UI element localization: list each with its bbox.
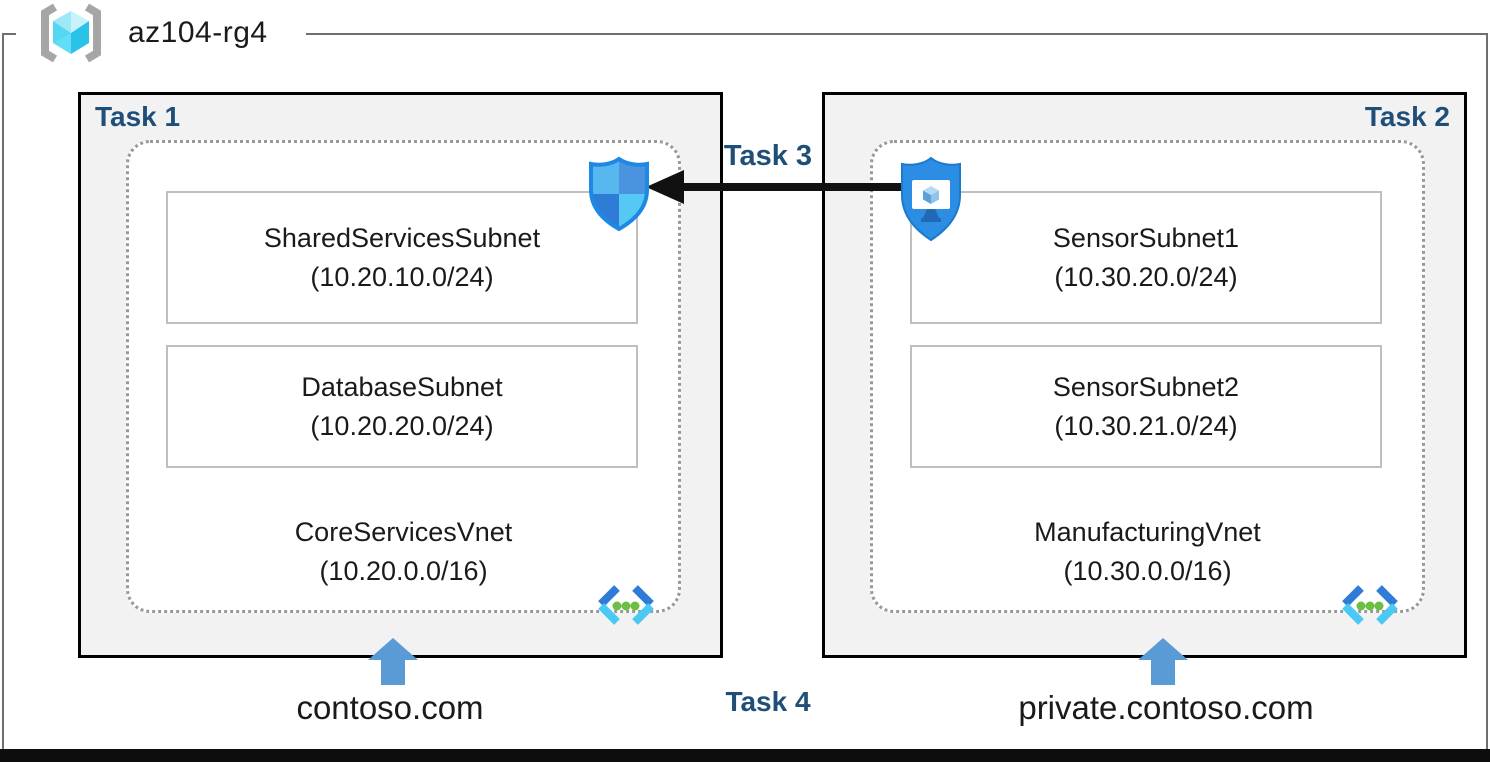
virtual-network-icon bbox=[1338, 581, 1402, 629]
task2-label: Task 2 bbox=[1364, 101, 1450, 132]
vnet-cidr: (10.20.0.0/16) bbox=[319, 556, 488, 586]
dns-label-contoso: contoso.com bbox=[296, 689, 484, 726]
vnet-label: ManufacturingVnet (10.30.0.0/16) bbox=[873, 513, 1422, 591]
subnet-name: SensorSubnet1 bbox=[1052, 222, 1240, 253]
task3-label: Task 3 bbox=[723, 140, 813, 172]
resource-group-name: az104-rg4 bbox=[128, 16, 268, 49]
shared-services-subnet: SharedServicesSubnet (10.20.10.0/24) bbox=[166, 191, 638, 324]
vnet-name: ManufacturingVnet bbox=[1034, 517, 1261, 547]
manufacturing-vnet-boundary: SensorSubnet1 (10.30.20.0/24) SensorSubn… bbox=[870, 140, 1425, 625]
vnet-name: CoreServicesVnet bbox=[294, 517, 513, 547]
subnet-cidr: (10.30.21.0/24) bbox=[1054, 410, 1238, 441]
subnet-cidr: (10.20.20.0/24) bbox=[310, 410, 494, 441]
vnet-cidr: (10.30.0.0/16) bbox=[1063, 556, 1232, 586]
blue-up-arrow-icon bbox=[368, 638, 418, 690]
core-services-vnet-boundary: SharedServicesSubnet (10.20.10.0/24) Dat… bbox=[126, 140, 681, 625]
virtual-network-icon bbox=[594, 581, 658, 629]
bottom-border-bar bbox=[0, 749, 1490, 762]
resource-group-icon bbox=[34, 2, 108, 69]
task1-label: Task 1 bbox=[95, 101, 181, 132]
sensor-subnet-2: SensorSubnet2 (10.30.21.0/24) bbox=[910, 345, 1382, 468]
blue-up-arrow-icon bbox=[1138, 638, 1188, 690]
task4-label: Task 4 bbox=[725, 686, 811, 717]
sensor-subnet-1: SensorSubnet1 (10.30.20.0/24) bbox=[910, 191, 1382, 324]
vnet-label: CoreServicesVnet (10.20.0.0/16) bbox=[129, 513, 678, 591]
black-left-arrow bbox=[642, 162, 932, 217]
subnet-cidr: (10.20.10.0/24) bbox=[310, 261, 494, 292]
resource-group-border-gap bbox=[16, 30, 306, 38]
bastion-shield-icon bbox=[898, 155, 964, 248]
database-subnet: DatabaseSubnet (10.20.20.0/24) bbox=[166, 345, 638, 468]
dns-label-private-contoso: private.contoso.com bbox=[1018, 689, 1314, 726]
task2-box: Task 2 SensorSubnet1 (10.30.20.0/24) Sen… bbox=[822, 92, 1467, 658]
subnet-name: SharedServicesSubnet bbox=[263, 222, 541, 253]
subnet-name: SensorSubnet2 bbox=[1052, 371, 1240, 402]
subnet-name: DatabaseSubnet bbox=[301, 371, 503, 402]
subnet-cidr: (10.30.20.0/24) bbox=[1054, 261, 1238, 292]
nsg-shield-icon bbox=[586, 156, 652, 237]
